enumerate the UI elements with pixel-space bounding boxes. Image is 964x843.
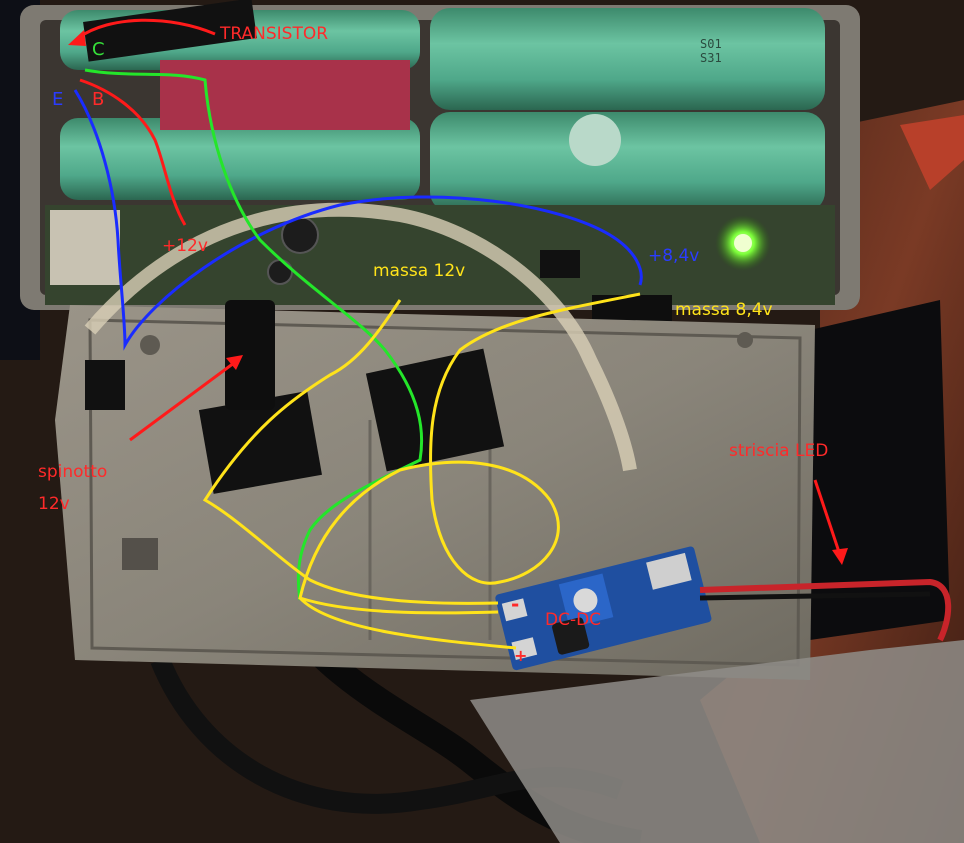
striscia-led-label: striscia LED (729, 441, 829, 461)
spinotto-label: spinotto (38, 462, 108, 482)
red-arrow-striscia (813, 479, 842, 556)
battery-code: S31 (700, 51, 722, 65)
dcdc-module (495, 546, 712, 671)
led-strip (84, 202, 637, 472)
red-arrow-transistor (77, 18, 216, 40)
red-annotation-wire (79, 78, 187, 226)
arrow-head-icon (226, 355, 243, 370)
battery-code: S01 (700, 37, 722, 51)
red-holder (160, 60, 410, 130)
arrow-head-icon (832, 548, 848, 565)
lid-hole (140, 335, 160, 355)
led-strip-wires (699, 578, 952, 642)
red-arrow-spinotto (129, 358, 239, 442)
blue-annotation-wire (73, 89, 643, 351)
capacitor (267, 259, 293, 285)
massa-12v-label: massa 12v (373, 261, 466, 281)
dc-plug (225, 300, 275, 410)
status-led-core (734, 234, 752, 252)
battery-cell (430, 8, 825, 110)
collector-label: C (92, 39, 105, 60)
black-tape (83, 0, 257, 62)
dcdc-plus-label: + (514, 646, 528, 665)
black-cloth (810, 300, 950, 640)
battery-spot (569, 114, 621, 166)
red-paper (900, 115, 964, 190)
battery-cell (60, 118, 420, 200)
battery-cell (430, 112, 825, 212)
black-tape (85, 360, 125, 410)
bottom-paper (470, 640, 964, 843)
spinotto-12v-label: 12v (38, 494, 70, 514)
lid-bracket (122, 538, 158, 570)
green-annotation-wire (84, 68, 424, 601)
plus-12v-label: +12v (162, 236, 208, 256)
massa-84v-label: massa 8,4v (675, 300, 773, 320)
yellow-annotation-wire (202, 292, 641, 650)
emitter-label: E (52, 89, 64, 110)
pcb-chip (540, 250, 580, 278)
led-strip-wires (699, 591, 931, 601)
pcb-connector (50, 210, 120, 285)
lid-hole (737, 332, 753, 348)
plus-84v-label: +8,4v (648, 246, 700, 266)
base-label: B (92, 89, 105, 110)
black-tape (198, 391, 322, 494)
arrow-head-icon (68, 30, 86, 46)
transistor-label: TRANSISTOR (220, 24, 329, 44)
dcdc-minus-label: - (511, 592, 520, 616)
dcdc-label: DC-DC (545, 610, 602, 630)
